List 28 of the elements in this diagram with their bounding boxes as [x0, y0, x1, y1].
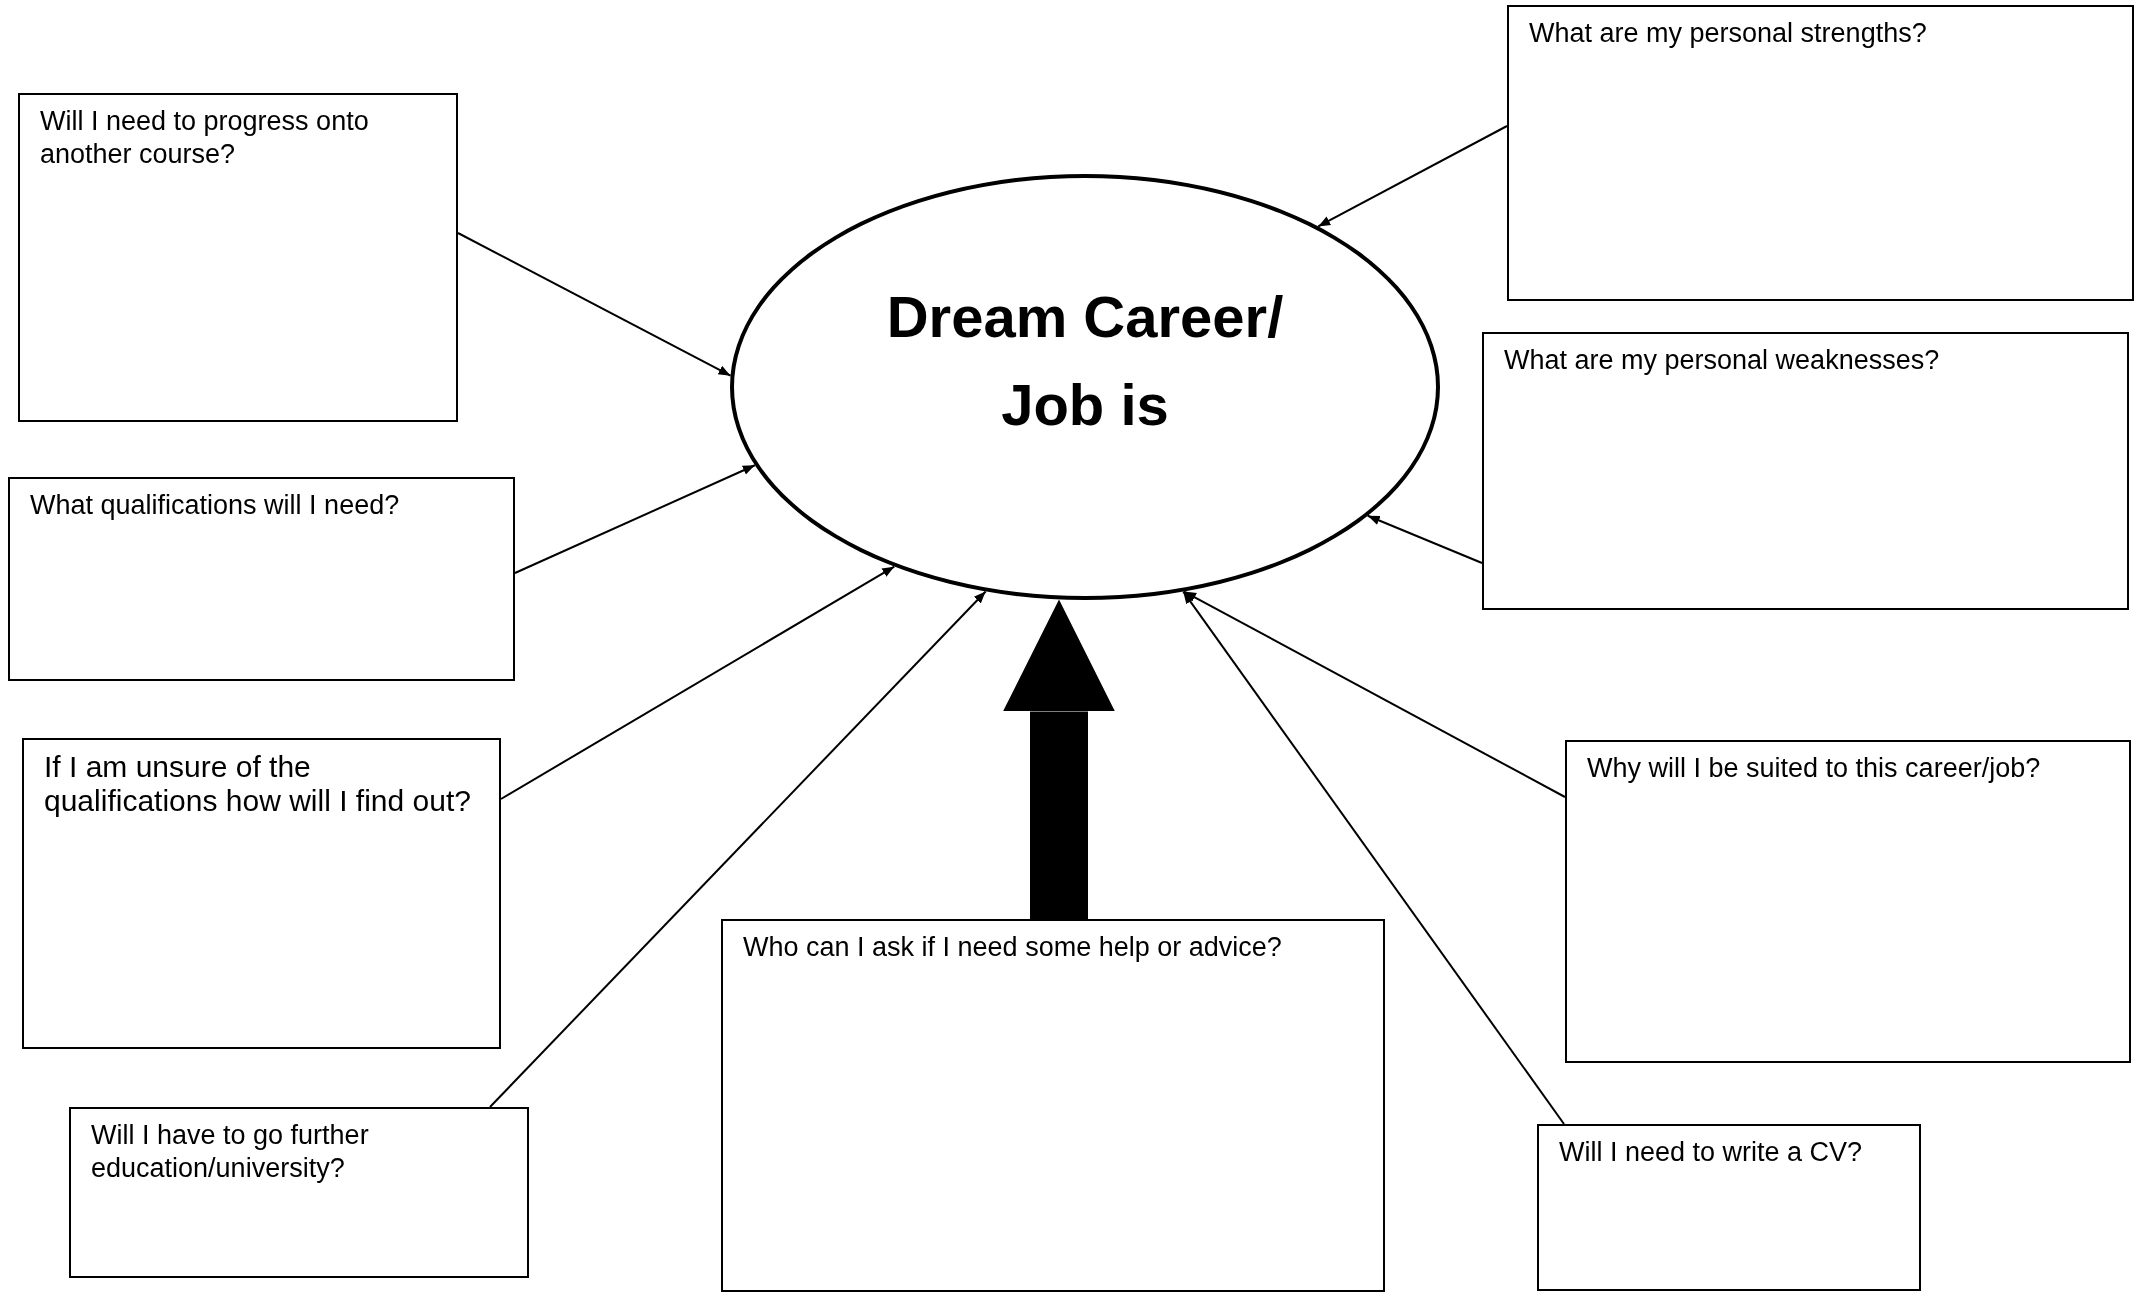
block-arrow	[1003, 599, 1115, 919]
arrow	[1317, 125, 1508, 228]
arrow	[489, 590, 987, 1108]
question-text: What qualifications will I need?	[30, 489, 401, 522]
question-box	[1507, 5, 2134, 301]
question-text: Who can I ask if I need some help or advice?	[743, 931, 1283, 964]
question-box	[721, 919, 1385, 1292]
question-box	[1565, 740, 2131, 1063]
question-text: What are my personal strengths?	[1529, 17, 1928, 50]
question-box	[1482, 332, 2129, 610]
ellipse-title: Dream Career/ Job is	[885, 283, 1285, 439]
arrow	[500, 565, 896, 800]
question-text: Will I need to progress onto another course?	[40, 105, 370, 171]
arrow	[1182, 590, 1565, 1125]
question-text: Will I have to go further education/university?	[91, 1119, 370, 1185]
question-box	[1537, 1124, 1921, 1291]
question-box	[8, 477, 515, 681]
question-text: Will I need to write a CV?	[1559, 1136, 1864, 1169]
question-text: What are my personal weaknesses?	[1504, 344, 1941, 377]
question-box	[22, 738, 501, 1049]
arrow	[514, 464, 756, 574]
question-text: Why will I be suited to this career/job?	[1587, 752, 2042, 785]
arrow	[1366, 514, 1483, 564]
arrow	[457, 232, 732, 377]
question-box	[18, 93, 458, 422]
question-box	[69, 1107, 529, 1278]
arrow	[1183, 590, 1566, 798]
question-text: If I am unsure of the qualifications how will I find out?	[44, 750, 472, 818]
